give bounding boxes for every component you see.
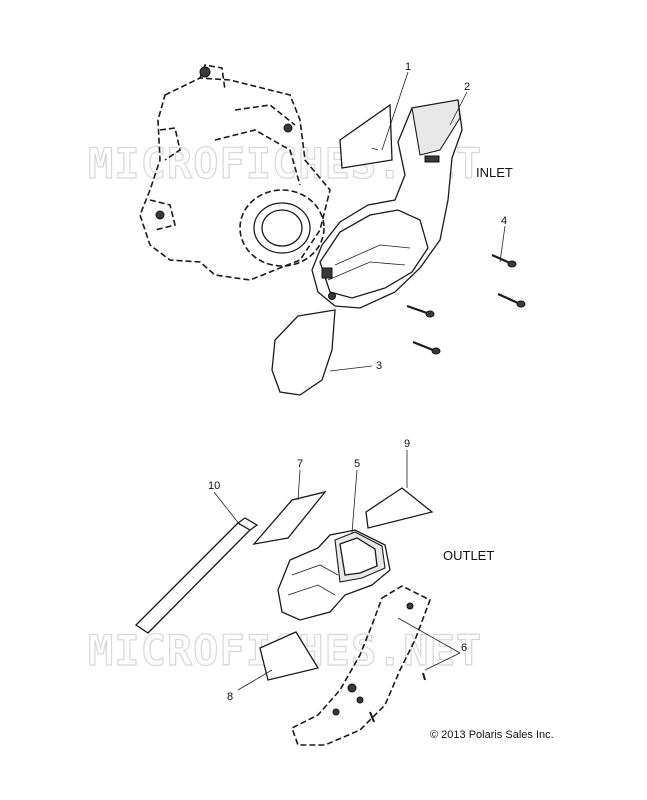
- part-4-screws: [406, 253, 526, 355]
- part-7-seal-pad: [252, 490, 327, 545]
- screw: [491, 253, 517, 268]
- callout-1: 1: [405, 61, 411, 73]
- callout-9: 9: [404, 438, 410, 450]
- callout-4: 4: [501, 215, 507, 227]
- callout-3: 3: [376, 360, 382, 372]
- label-inlet: INLET: [476, 165, 513, 180]
- callout-6: 6: [461, 642, 467, 654]
- leader-lines: [213, 71, 506, 691]
- label-outlet: OUTLET: [443, 548, 494, 563]
- part-8-flat-pad: [259, 631, 320, 681]
- part-2-inlet-duct: [311, 99, 463, 309]
- copyright-notice: © 2013 Polaris Sales Inc.: [430, 729, 554, 741]
- screw: [412, 340, 441, 355]
- callout-8: 8: [227, 691, 233, 703]
- engine-outline: [139, 64, 331, 281]
- screw: [406, 304, 435, 318]
- part-5-outlet-duct: [277, 529, 391, 621]
- part-10-foam-strip: [134, 517, 259, 634]
- part-1-inlet-seal: [339, 103, 393, 169]
- callout-7: 7: [297, 458, 303, 470]
- part-9-wedge-pad: [365, 487, 434, 529]
- callout-10: 10: [208, 480, 220, 492]
- screw: [497, 292, 526, 308]
- callout-5: 5: [354, 458, 360, 470]
- callout-2: 2: [464, 81, 470, 93]
- part-3-gasket: [271, 309, 336, 396]
- part-6-bracket: [291, 585, 432, 746]
